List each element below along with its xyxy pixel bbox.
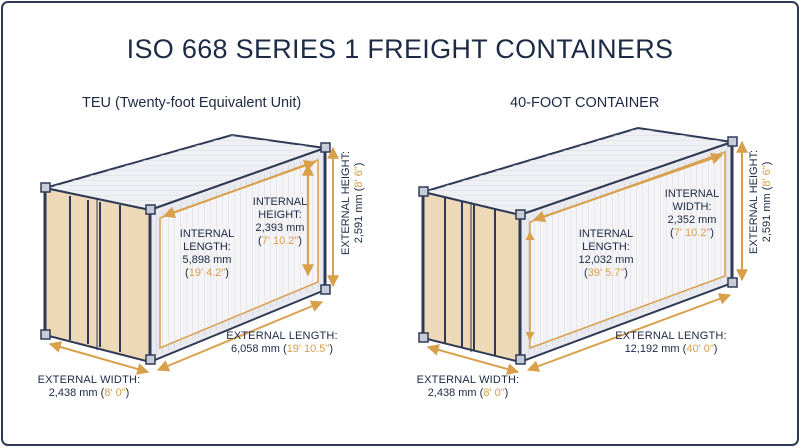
teu-external-length-label: EXTERNAL LENGTH: 6,058 mm (19' 10.5") <box>226 330 338 355</box>
teu-heading: TEU (Twenty-foot Equivalent Unit) <box>82 95 302 111</box>
teu-container-illustration <box>40 133 339 375</box>
teu-internal-length-arrow <box>162 159 317 219</box>
teu-external-length-arrow <box>156 300 324 372</box>
feu-heading: 40-FOOT CONTAINER <box>510 95 660 111</box>
feu-external-height-label: EXTERNAL HEIGHT: 2,591 mm (8' 6") <box>748 149 773 254</box>
feu-internal-length-arrow <box>532 152 724 223</box>
feu-external-length-arrow <box>526 293 732 372</box>
feu-external-length-label: EXTERNAL LENGTH: 12,192 mm (40' 0") <box>615 330 727 355</box>
page-title: ISO 668 SERIES 1 FREIGHT CONTAINERS <box>126 34 674 64</box>
feu-internal-length-label: INTERNAL LENGTH: 12,032 mm (39' 5.7") <box>578 228 634 279</box>
feu-external-width-arrow <box>426 344 520 375</box>
teu-internal-length-label: INTERNAL LENGTH: 5,898 mm (19' 4.2") <box>179 228 235 279</box>
feu-external-width-label: EXTERNAL WIDTH: 2,438 mm (8' 0") <box>416 374 520 399</box>
teu-internal-height-label: INTERNAL HEIGHT: 2,393 mm (7' 10.2") <box>252 196 308 247</box>
feu-container-illustration <box>418 126 748 375</box>
teu-external-height-label: EXTERNAL HEIGHT: 2,591 mm (8' 6") <box>340 150 365 255</box>
feu-internal-width-label: INTERNAL WIDTH: 2,352 mm (7' 10.2") <box>664 188 720 239</box>
teu-external-width-arrow <box>48 341 150 375</box>
teu-external-width-label: EXTERNAL WIDTH: 2,438 mm (8' 0") <box>37 374 141 399</box>
